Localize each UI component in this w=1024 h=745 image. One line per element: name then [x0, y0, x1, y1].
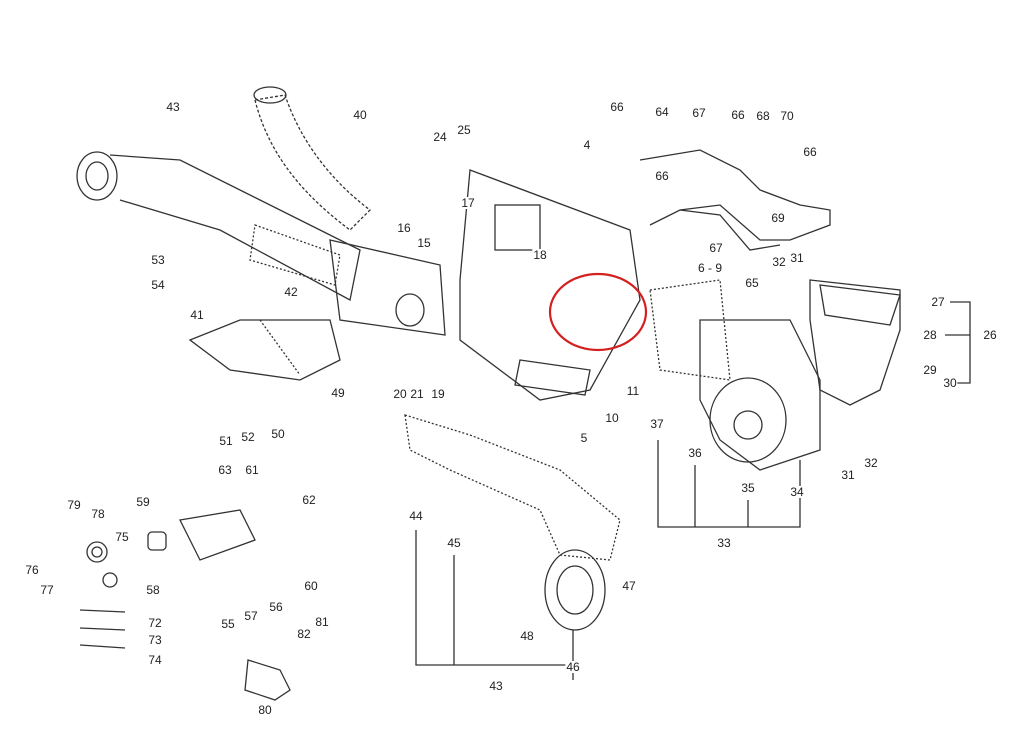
part-label: 43 [165, 100, 181, 114]
heater-box [329, 239, 446, 336]
flange-46 [544, 549, 606, 631]
part-label: 15 [416, 236, 432, 250]
blower-duct-37 [649, 279, 731, 381]
part-label: 37 [649, 417, 665, 431]
part-label: 59 [135, 495, 151, 509]
part-label: 19 [430, 387, 446, 401]
part-label: 34 [789, 485, 805, 499]
part-label: 65 [744, 276, 760, 290]
control-parts [79, 509, 291, 701]
part-label: 48 [519, 629, 535, 643]
corrugated-hose-41-42 [249, 224, 341, 286]
part-label: 61 [244, 463, 260, 477]
part-label: 53 [150, 253, 166, 267]
part-label: 24 [432, 130, 448, 144]
part-label: 69 [770, 211, 786, 225]
part-label: 44 [408, 509, 424, 523]
part-label: 27 [930, 295, 946, 309]
part-label: 57 [243, 609, 259, 623]
part-label: 43 [488, 679, 504, 693]
part-label: 73 [147, 633, 163, 647]
part-label: 74 [147, 653, 163, 667]
part-label: 17 [460, 196, 476, 210]
part-label: 66 [609, 100, 625, 114]
part-label: 30 [942, 376, 958, 390]
part-label: 5 [579, 431, 589, 445]
part-label: 11 [625, 384, 641, 398]
duct-43 [76, 151, 361, 301]
blower-motor-35 [699, 319, 821, 471]
part-label: 49 [330, 386, 346, 400]
blower-case-27 [809, 279, 901, 406]
part-label: 42 [283, 285, 299, 299]
part-label: 32 [863, 456, 879, 470]
part-label: 31 [840, 468, 856, 482]
part-label: 66 [730, 108, 746, 122]
part-label: 80 [257, 703, 273, 717]
part-label: 67 [708, 241, 724, 255]
part-label: 56 [268, 600, 284, 614]
part-label: 50 [270, 427, 286, 441]
part-label: 58 [145, 583, 161, 597]
part-label: 66 [654, 169, 670, 183]
part-label: 72 [147, 616, 163, 630]
part-label: 28 [922, 328, 938, 342]
duct-44-45 [404, 414, 621, 561]
part-label: 31 [789, 251, 805, 265]
part-label: 62 [301, 493, 317, 507]
part-label: 18 [532, 248, 548, 262]
highlight-circle [548, 272, 648, 352]
part-label: 82 [296, 627, 312, 641]
part-label: 45 [446, 536, 462, 550]
part-label: 68 [755, 109, 771, 123]
part-label: 76 [24, 563, 40, 577]
part-label: 51 [218, 434, 234, 448]
part-label: 70 [779, 109, 795, 123]
part-label: 77 [39, 583, 55, 597]
hose-40 [253, 86, 371, 231]
part-label: 64 [654, 105, 670, 119]
part-label: 21 [409, 387, 425, 401]
pipes-64-67 [639, 149, 831, 251]
center-housing [459, 169, 641, 401]
part-label: 41 [189, 308, 205, 322]
part-label: 35 [740, 481, 756, 495]
part-label: 52 [240, 430, 256, 444]
part-label: 10 [604, 411, 620, 425]
part-label: 4 [582, 138, 592, 152]
part-label: 16 [396, 221, 412, 235]
part-label: 63 [217, 463, 233, 477]
part-label: 25 [456, 123, 472, 137]
part-label: 54 [150, 278, 166, 292]
part-label: 26 [982, 328, 998, 342]
part-label: 60 [303, 579, 319, 593]
part-label: 29 [922, 363, 938, 377]
part-label: 79 [66, 498, 82, 512]
part-label: 40 [352, 108, 368, 122]
part-label: 55 [220, 617, 236, 631]
part-label: 6 - 9 [696, 261, 724, 275]
part-label: 32 [771, 255, 787, 269]
part-label: 47 [621, 579, 637, 593]
part-label: 36 [687, 446, 703, 460]
part-label: 20 [392, 387, 408, 401]
part-label: 75 [114, 530, 130, 544]
vent-49 [188, 319, 341, 381]
part-label: 67 [691, 106, 707, 120]
part-label: 46 [565, 660, 581, 674]
part-label: 66 [802, 145, 818, 159]
part-label: 33 [716, 536, 732, 550]
part-label: 78 [90, 507, 106, 521]
part-label: 81 [314, 615, 330, 629]
